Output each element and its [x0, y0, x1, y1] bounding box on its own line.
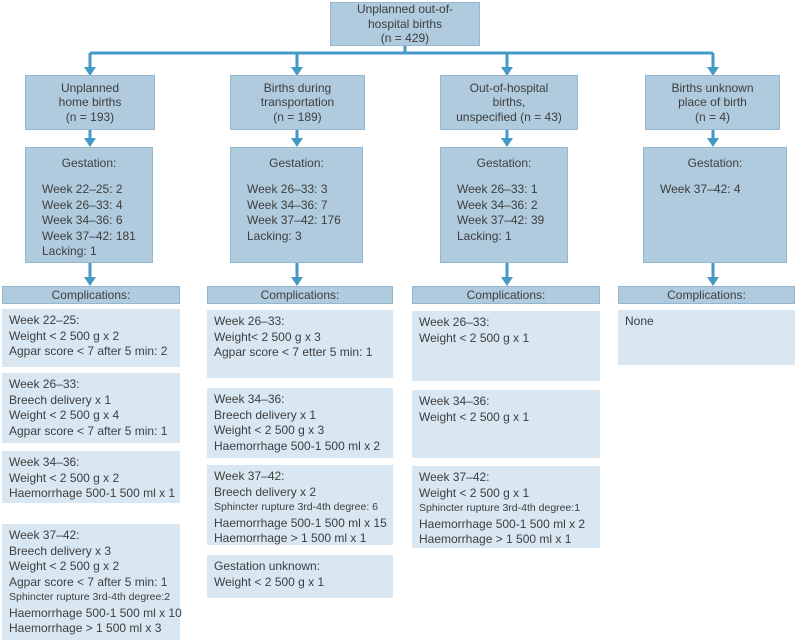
- arrowhead-icon: [84, 277, 96, 286]
- complication-line: Week 26–33:: [9, 377, 80, 391]
- root-node: Unplanned out-of- hospital births (n = 4…: [330, 2, 480, 46]
- gestation-title: Gestation:: [61, 156, 117, 170]
- complication-line: Breech delivery x 3: [9, 543, 112, 558]
- complication-line: Week 37–42:: [9, 528, 80, 542]
- complication-line: Weight < 2 500 g x 2: [9, 470, 120, 485]
- gestation-line: Week 26–33: 4: [42, 197, 123, 212]
- gestation-line: Week 22–25: 2: [42, 182, 123, 196]
- gestation-lines: Week 37–42: 4: [644, 182, 786, 198]
- complication-line: Week 34–36:: [9, 455, 80, 469]
- complication-line: Sphincter rupture 3rd-4th degree:2: [9, 591, 171, 603]
- complication-block: Gestation unknown:Weight < 2 500 g x 1: [207, 555, 393, 598]
- complication-block: None: [618, 310, 795, 365]
- complication-line: Haemorrhage 500-1 500 ml x 2: [214, 438, 381, 453]
- complication-line: Week 26–33:: [214, 314, 285, 328]
- complication-line: Haemorrhage 500-1 500 ml x 10: [9, 605, 182, 620]
- complication-line: Sphincter rupture 3rd-4th degree: 6: [214, 501, 379, 513]
- complication-line: Weight < 2 500 g x 1: [419, 330, 530, 345]
- complication-line: Week 37–42:: [419, 470, 490, 484]
- complication-line: Gestation unknown:: [214, 559, 321, 573]
- gestation-line: Week 34–36: 7: [247, 197, 328, 212]
- complication-line: Haemorrhage > 1 500 ml x 1: [214, 531, 367, 545]
- complication-line: Haemorrhage 500-1 500 ml x 1: [9, 486, 176, 500]
- complication-line: Agpar score < 7 etter 5 min: 1: [214, 345, 373, 359]
- gestation-title: Gestation:: [687, 156, 743, 170]
- complication-line: Weight< 2 500 g x 3: [214, 329, 321, 344]
- complication-line: Weight < 2 500 g x 2: [9, 559, 120, 573]
- complication-line: Sphincter rupture 3rd-4th degree:1: [419, 502, 581, 514]
- branch-node: Births unknown place of birth (n = 4): [645, 75, 780, 130]
- complication-line: Weight < 2 500 g x 1: [214, 574, 325, 589]
- arrowhead-icon: [707, 138, 719, 147]
- gestation-line: Week 37–42: 4: [660, 182, 741, 196]
- complication-block: Week 26–33:Weight < 2 500 g x 1: [412, 311, 600, 381]
- complication-line: Haemorrhage 500-1 500 ml x 15: [214, 515, 387, 530]
- complications-header: Complications:: [2, 286, 180, 304]
- complication-line: Breech delivery x 1: [214, 407, 317, 422]
- complication-line: Week 22–25:: [9, 313, 80, 327]
- complication-line: Agpar score < 7 after 5 min: 1: [9, 574, 168, 589]
- arrowhead-icon: [291, 277, 303, 286]
- gestation-line: Week 26–33: 1: [457, 182, 538, 196]
- complication-line: Weight < 2 500 g x 1: [419, 485, 530, 500]
- complications-header: Complications:: [207, 286, 393, 304]
- complication-line: Weight < 2 500 g x 2: [9, 328, 120, 343]
- complication-block: Week 37–42:Weight < 2 500 g x 1 Sphincter…: [412, 466, 600, 548]
- complication-block: Week 34–36:Weight < 2 500 g x 1: [412, 390, 600, 458]
- gestation-line: Lacking: 1: [457, 228, 512, 243]
- complication-line: Week 34–36:: [214, 392, 285, 406]
- complication-line: Week 34–36:: [419, 394, 490, 408]
- complication-line: Breech delivery x 1: [9, 392, 112, 407]
- complication-line: None: [625, 314, 654, 328]
- complication-line: Weight < 2 500 g x 1: [419, 409, 530, 424]
- arrowhead-icon: [707, 277, 719, 286]
- complication-line: Breech delivery x 2: [214, 484, 317, 499]
- complication-line: Weight < 2 500 g x 4: [9, 408, 120, 422]
- branch-node: Out-of-hospital births, unspecified (n =…: [440, 75, 578, 130]
- complication-line: Week 37–42:: [214, 469, 285, 483]
- gestation-title: Gestation:: [269, 156, 324, 170]
- gestation-line: Lacking: 3: [247, 228, 302, 243]
- gestation-line: Week 37–42: 39: [457, 213, 545, 227]
- arrowhead-icon: [501, 138, 513, 147]
- gestation-line: Week 26–33: 3: [247, 182, 328, 196]
- gestation-line: Week 34–36: 6: [42, 213, 123, 227]
- arrowhead-icon: [501, 277, 513, 286]
- arrowhead-icon: [291, 138, 303, 147]
- gestation-line: Lacking: 1: [42, 244, 97, 258]
- complication-line: Agpar score < 7 after 5 min: 1: [9, 423, 168, 438]
- complication-line: Haemorrhage > 1 500 ml x 1: [419, 532, 572, 546]
- complication-line: Haemorrhage > 1 500 ml x 3: [9, 621, 162, 635]
- gestation-line: Week 34–36: 2: [457, 197, 538, 212]
- complications-header: Complications:: [618, 286, 795, 304]
- branch-node: Unplanned home births (n = 193): [25, 75, 155, 130]
- arrowhead-icon: [84, 138, 96, 147]
- complication-line: Haemorrhage 500-1 500 ml x 2: [419, 516, 586, 531]
- gestation-line: Week 37–42: 181: [42, 228, 136, 243]
- gestation-title: Gestation:: [476, 156, 532, 170]
- complication-line: Weight < 2 500 g x 3: [214, 423, 325, 437]
- complications-header: Complications:: [412, 286, 600, 304]
- complication-line: Week 26–33:: [419, 315, 490, 329]
- branch-node: Births during transportation (n = 189): [230, 75, 365, 130]
- complication-block: Week 37–42:Breech delivery x 2 Sphincter …: [207, 465, 393, 545]
- gestation-line: Week 37–42: 176: [247, 213, 341, 227]
- complication-line: Agpar score < 7 after 5 min: 2: [9, 344, 168, 358]
- gestation-box: Gestation: Week 37–42: 4: [643, 147, 787, 263]
